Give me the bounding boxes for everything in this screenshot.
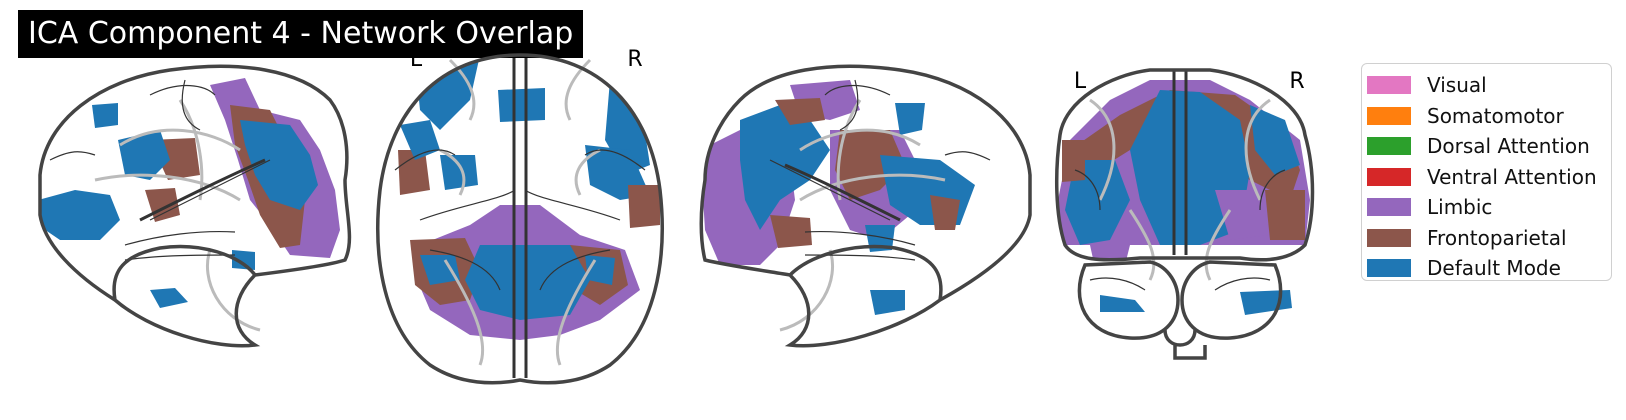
sagittal-right-view <box>699 64 1032 348</box>
legend-swatch <box>1367 198 1411 217</box>
frontoparietal-blob <box>145 188 180 222</box>
legend-item: Somatomotor <box>1362 101 1611 132</box>
coronal-left-label: L <box>1074 69 1087 94</box>
default-mode-blob <box>1250 105 1300 175</box>
default-mode-blob <box>895 103 925 135</box>
legend-swatch <box>1367 167 1411 186</box>
frontoparietal-blob <box>1265 190 1305 240</box>
frontoparietal-blob <box>930 195 960 230</box>
legend-item: Ventral Attention <box>1362 162 1611 193</box>
figure-title: ICA Component 4 - Network Overlap <box>18 10 584 58</box>
brain-outline <box>38 64 352 348</box>
axial-view <box>376 53 664 385</box>
brain-inner-outline <box>779 99 946 332</box>
legend-label: Dorsal Attention <box>1427 134 1590 159</box>
default-mode-blob <box>440 155 478 190</box>
brain-sulcal-lines <box>769 79 991 261</box>
brain-inner-outline <box>439 58 601 366</box>
sagittal-left-view <box>38 64 352 348</box>
cerebellum-outline <box>1077 260 1283 360</box>
midline <box>512 58 528 378</box>
sylvian-fissure <box>784 163 901 222</box>
legend-item: Default Mode <box>1362 253 1611 284</box>
legend-item: Limbic <box>1362 192 1611 223</box>
default-mode-blob <box>498 88 545 122</box>
default-mode-blob <box>40 190 120 240</box>
brain-inner-outline <box>94 99 261 332</box>
default-mode-blob <box>240 120 318 210</box>
legend-swatch <box>1367 137 1411 156</box>
legend-label: Somatomotor <box>1427 103 1564 128</box>
frontoparietal-blob <box>1062 140 1085 182</box>
legend-swatch <box>1367 106 1411 125</box>
default-mode-blob <box>232 250 255 270</box>
legend-label: Default Mode <box>1427 256 1561 281</box>
legend-item: Visual <box>1362 70 1611 101</box>
brain-outline <box>376 53 664 385</box>
brain-sulcal-lines <box>394 149 646 291</box>
coronal-right-label: R <box>1289 69 1304 94</box>
legend-swatch <box>1367 259 1411 278</box>
legend-label: Limbic <box>1427 195 1493 220</box>
sylvian-fissure <box>139 158 266 222</box>
legend-item: Frontoparietal <box>1362 223 1611 254</box>
default-mode-blob <box>420 255 460 285</box>
brain-outline <box>1055 68 1315 262</box>
brain-sulcal-lines <box>1074 169 1286 291</box>
frontoparietal-blob <box>775 98 825 125</box>
default-mode-blob <box>150 288 188 308</box>
legend-label: Ventral Attention <box>1427 164 1597 189</box>
legend-swatch <box>1367 228 1411 247</box>
default-mode-blob <box>92 103 118 128</box>
axial-left-label: L <box>410 47 423 72</box>
default-mode-blob <box>118 130 170 180</box>
legend-swatch <box>1367 76 1411 95</box>
limbic-blob <box>1215 190 1270 240</box>
sagittal-left-overlay <box>40 78 340 270</box>
frontoparietal-blob <box>770 215 812 248</box>
default-mode-blob <box>870 290 905 315</box>
default-mode-blob <box>400 120 440 160</box>
legend-item: Dorsal Attention <box>1362 131 1611 162</box>
default-mode-blob <box>1065 160 1130 245</box>
axial-right-label: R <box>627 47 642 72</box>
brain-outline <box>699 64 1032 348</box>
legend-label: Frontoparietal <box>1427 225 1567 250</box>
coronal-overlay <box>1058 80 1310 260</box>
brain-inner-outline <box>1089 98 1271 281</box>
brain-sulcal-lines <box>49 79 271 261</box>
legend-label: Visual <box>1427 73 1487 98</box>
limbic-blob <box>1090 245 1130 260</box>
default-mode-blob <box>1240 290 1292 315</box>
coronal-view <box>1055 68 1315 360</box>
frontoparietal-blob <box>628 185 660 228</box>
default-mode-blob <box>1100 295 1145 312</box>
midline <box>1172 70 1188 255</box>
